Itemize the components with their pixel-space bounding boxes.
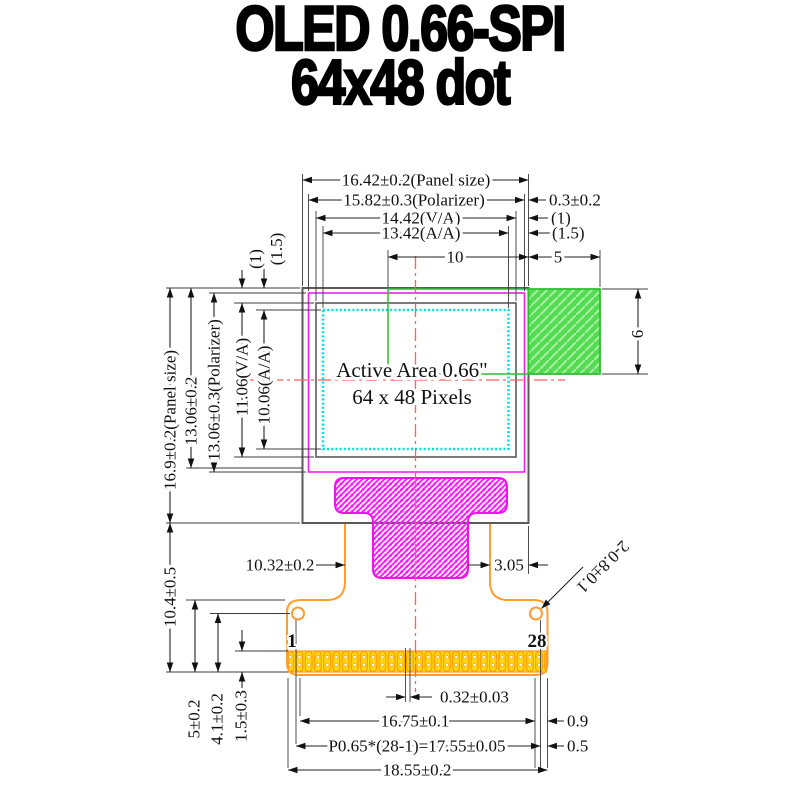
dim-glass-height: 13.06±0.2 xyxy=(182,377,201,446)
mounting-hole-left xyxy=(291,606,305,621)
polarizer xyxy=(307,292,526,473)
dim-va-inset-right: (1) xyxy=(551,209,571,228)
mounting-hole-right xyxy=(529,606,543,621)
resolution-label: 64 x 48 Pixels xyxy=(352,385,472,409)
dim-aa-height: 10.06(A/A) xyxy=(255,346,274,425)
dim-va-height: 11.06(V/A) xyxy=(233,338,252,416)
active-area-label: Active Area 0.66" xyxy=(336,358,487,382)
bonding-area xyxy=(334,477,508,579)
dim-edge-right-2: 0.5 xyxy=(567,737,588,756)
tab-fill xyxy=(527,288,601,375)
dim-panel-height: 16.9±0.2(Panel size) xyxy=(161,350,180,490)
dim-holes: 2-0.8±0.1 xyxy=(573,537,633,597)
dim-aa-width: 13.42(A/A) xyxy=(382,224,461,243)
dim-fpc-length: 10.4±0.5 xyxy=(161,567,180,627)
dimension-lines xyxy=(166,176,642,774)
dim-pin-width: 0.32±0.03 xyxy=(440,688,509,707)
dim-neck-width: 10.32±0.2 xyxy=(246,556,315,575)
fpc-outline xyxy=(286,513,549,676)
dim-aa-inset-top: (1.5) xyxy=(267,233,286,266)
dim-pads-width: 16.75±0.1 xyxy=(381,712,450,731)
dim-edge-right-1: 0.9 xyxy=(567,712,588,731)
dim-tab-overlap: 10 xyxy=(447,248,464,267)
dim-finger-height: 1.5±0.3 xyxy=(232,690,251,742)
dim-polarizer-width: 15.82±0.3(Polarizer) xyxy=(343,191,485,210)
dim-va-inset-top: (1) xyxy=(246,249,265,269)
dim-connector-height: 5±0.2 xyxy=(185,699,204,738)
dim-pitch: P0.65*(28-1)=17.55±0.05 xyxy=(328,737,505,756)
dim-offset-right: 0.3±0.2 xyxy=(549,191,601,210)
dim-va-width: 14.42(V/A) xyxy=(382,209,461,228)
dim-tab-ext: 5 xyxy=(554,248,563,267)
title-line1: OLED 0.66-SPI xyxy=(234,0,567,64)
dim-neck-offset: 3.05 xyxy=(494,556,524,575)
title-line2: 64x48 dot xyxy=(290,48,512,118)
gold-fingers xyxy=(287,650,548,673)
dim-aa-inset-right: (1.5) xyxy=(552,224,585,243)
pin-28-label: 28 xyxy=(528,631,547,652)
dim-fpc-width: 18.55±0.2 xyxy=(383,761,452,780)
oled-module-shapes xyxy=(246,256,601,692)
page-title: OLED 0.66-SPI 64x48 dot xyxy=(0,0,800,118)
dimension-labels: 16.42±0.2(Panel size) 15.82±0.3(Polarize… xyxy=(158,168,651,783)
dim-hole-y: 4.1±0.2 xyxy=(208,693,227,745)
dim-panel-width: 16.42±0.2(Panel size) xyxy=(342,171,491,190)
pin-1-label: 1 xyxy=(287,631,297,652)
dim-tab-height: 6 xyxy=(628,330,647,339)
tab-outline xyxy=(387,288,601,375)
dim-polarizer-height: 13.06±0.3(Polarizer) xyxy=(205,319,224,461)
